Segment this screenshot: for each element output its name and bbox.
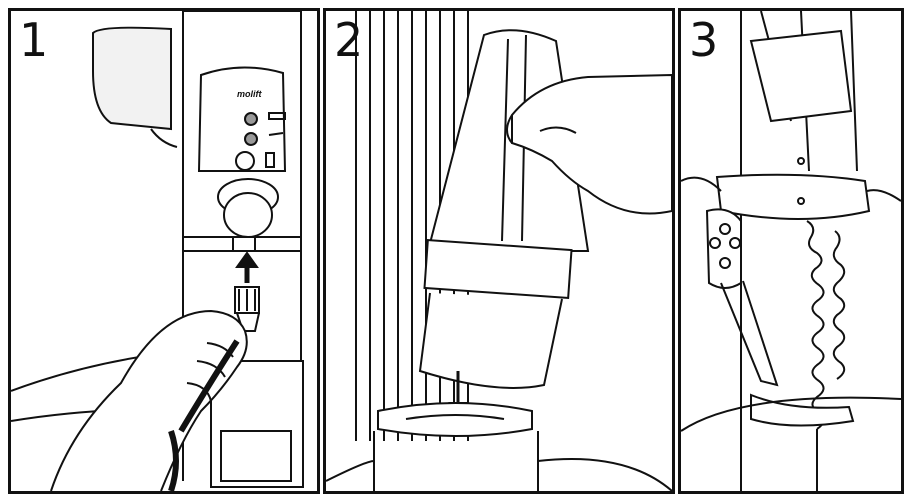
step-1-panel: 1 molift	[8, 8, 320, 494]
step-2-panel: 2	[323, 8, 675, 494]
step-1-number: 1	[19, 13, 49, 67]
brand-label-layer: molift	[237, 89, 262, 99]
step-1-illustration	[11, 11, 304, 491]
step-3-number: 3	[689, 13, 719, 67]
step-2-number: 2	[334, 13, 364, 67]
step-2-illustration	[326, 11, 672, 491]
brand-label: molift	[237, 89, 262, 99]
step-3-illustration	[681, 11, 901, 491]
step-3-panel: 3	[678, 8, 904, 494]
